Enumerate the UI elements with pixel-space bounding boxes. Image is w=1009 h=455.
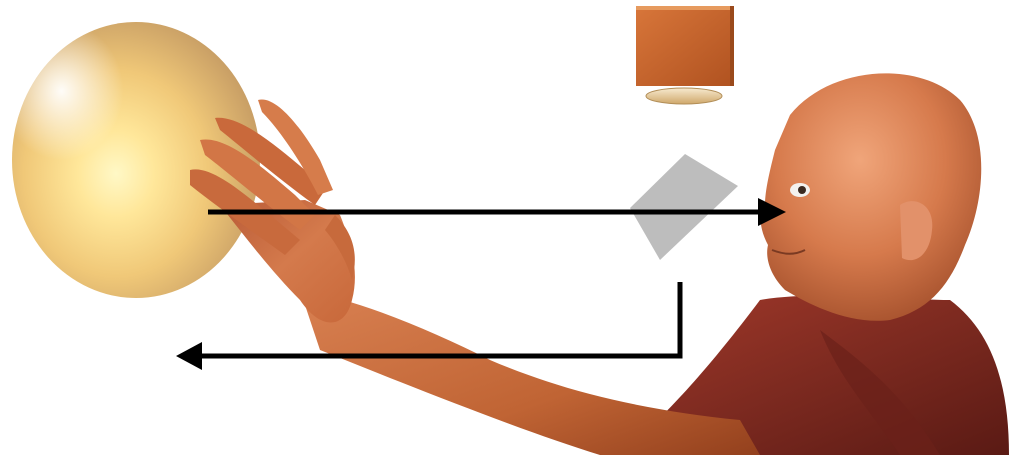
cube (636, 6, 734, 86)
arrow-from-mirror-to-left (176, 282, 680, 370)
mirror (630, 154, 738, 260)
lens (646, 88, 722, 104)
head (761, 73, 982, 320)
arm (300, 290, 760, 455)
